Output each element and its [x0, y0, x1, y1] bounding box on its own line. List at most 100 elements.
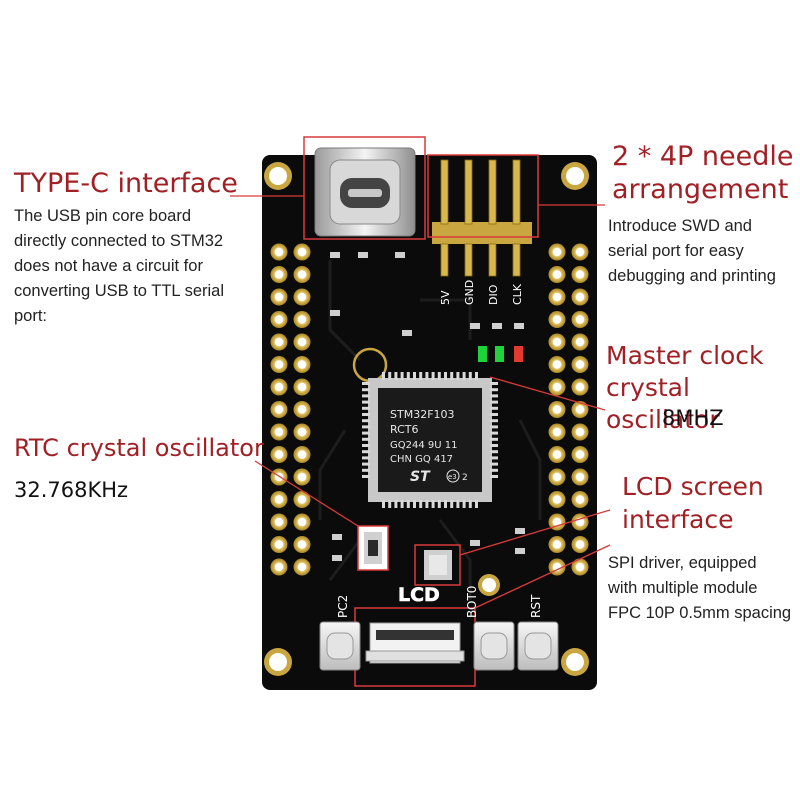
- silk-rst: RST: [529, 594, 543, 618]
- chip-lead: [362, 413, 370, 416]
- left-pin-header: [270, 243, 311, 576]
- chip-lead: [362, 468, 370, 472]
- chip-lead: [490, 437, 498, 441]
- header-pad: [548, 401, 566, 418]
- pcb-traces: [318, 260, 542, 600]
- header-pad: [293, 536, 311, 553]
- header-pad: [293, 356, 311, 373]
- header-pad: [293, 423, 311, 441]
- header-pad: [571, 513, 589, 531]
- header-pad: [293, 401, 311, 418]
- typec-title: TYPE-C interface: [14, 168, 238, 199]
- chip-lead: [388, 500, 392, 508]
- header-pad: [571, 333, 589, 351]
- header-pad: [571, 468, 589, 486]
- header-pad: [270, 243, 288, 261]
- chip-lead: [413, 372, 416, 380]
- master-clock-title-line: Master clock: [606, 341, 764, 370]
- chip-lead: [437, 372, 441, 380]
- typec-desc-line: directly connected to STM32: [14, 232, 224, 250]
- chip-lead: [490, 450, 498, 454]
- chip-lead: [394, 372, 398, 380]
- header-pad: [548, 333, 566, 351]
- header-pad: [548, 513, 566, 531]
- chip-lead: [456, 500, 460, 508]
- needle-title-line: 2 * 4P needle: [612, 141, 794, 172]
- header-pad: [293, 558, 311, 576]
- header-pad: [270, 558, 288, 576]
- header-pad: [548, 491, 566, 508]
- header-pad: [270, 446, 288, 463]
- chip-lead: [490, 462, 498, 466]
- header-pad: [548, 468, 566, 486]
- header-pad: [571, 491, 589, 508]
- lcd-title-line: interface: [622, 505, 734, 534]
- header-pad: [270, 536, 288, 553]
- chip-lead: [490, 431, 498, 435]
- chip-lead: [382, 372, 385, 380]
- header-pad: [571, 243, 589, 261]
- rtc-title: RTC crystal oscillator: [14, 434, 264, 462]
- master-clock-highlight: [414, 544, 461, 586]
- needle-description: Introduce SWD and serial port for easy d…: [608, 214, 776, 289]
- mounting-holes: [264, 162, 589, 676]
- chip-lead: [450, 500, 454, 508]
- header-pad: [571, 378, 589, 396]
- chip-lead: [362, 475, 370, 478]
- silk-5v: 5V: [439, 290, 452, 305]
- master-clock-title-line: crystal oscillator: [606, 373, 720, 434]
- chip-lead: [362, 437, 370, 441]
- fpc-lcd-connector: [354, 607, 476, 687]
- chip-lead: [362, 400, 370, 404]
- chip-lead: [475, 372, 478, 380]
- typec-desc-line: The USB pin core board: [14, 207, 192, 225]
- st-logo: ST: [410, 469, 431, 485]
- header-pad: [571, 288, 589, 306]
- header-pad: [270, 333, 288, 351]
- chip-lead: [425, 372, 429, 380]
- chip-lead: [475, 500, 478, 508]
- lcd-desc-line: FPC 10P 0.5mm spacing: [608, 604, 792, 622]
- chip-lead: [490, 394, 498, 398]
- needle-highlight-box: [427, 154, 539, 238]
- chip-lead: [362, 419, 370, 423]
- header-pad: [270, 288, 288, 306]
- chip-lead: [490, 388, 498, 392]
- needle-title-line: arrangement: [612, 174, 789, 205]
- right-pin-header: [548, 243, 589, 576]
- header-pad: [571, 446, 589, 463]
- chip-mark-num: 2: [462, 473, 468, 483]
- lcd-desc-line: SPI driver, equipped: [608, 554, 757, 572]
- chip-lead: [490, 419, 498, 423]
- chip-lead: [362, 394, 370, 398]
- chip-lead: [462, 500, 466, 508]
- lcd-title: LCD screen interface: [622, 470, 764, 536]
- chip-lead: [444, 372, 447, 380]
- usb-type-c-connector: [314, 147, 416, 237]
- chip-lead: [490, 382, 498, 385]
- stm32-chip: STM32F103 RCT6 GQ244 9U 11 CHN GQ 417 ST…: [362, 372, 498, 508]
- header-pad: [270, 491, 288, 508]
- header-pad: [270, 401, 288, 418]
- header-pad: [270, 423, 288, 441]
- chip-lead: [437, 500, 441, 508]
- chip-lead: [490, 468, 498, 472]
- header-pad: [571, 311, 589, 328]
- header-pad: [548, 288, 566, 306]
- header-pad: [571, 423, 589, 441]
- chip-lead: [490, 425, 498, 429]
- typec-desc-line: converting USB to TTL serial: [14, 282, 225, 300]
- header-pad: [548, 446, 566, 463]
- chip-lead: [490, 456, 498, 460]
- chip-line-3: GQ244 9U 11: [390, 440, 457, 451]
- chip-lead: [444, 500, 447, 508]
- chip-lead: [382, 500, 385, 508]
- header-pad: [293, 333, 311, 351]
- chip-lead: [362, 382, 370, 385]
- chip-lead: [468, 500, 472, 508]
- master-clock-title: Master clock crystal oscillator: [606, 340, 800, 436]
- header-pad: [571, 266, 589, 283]
- header-pad: [571, 558, 589, 576]
- chip-line-4: CHN GQ 417: [390, 454, 453, 465]
